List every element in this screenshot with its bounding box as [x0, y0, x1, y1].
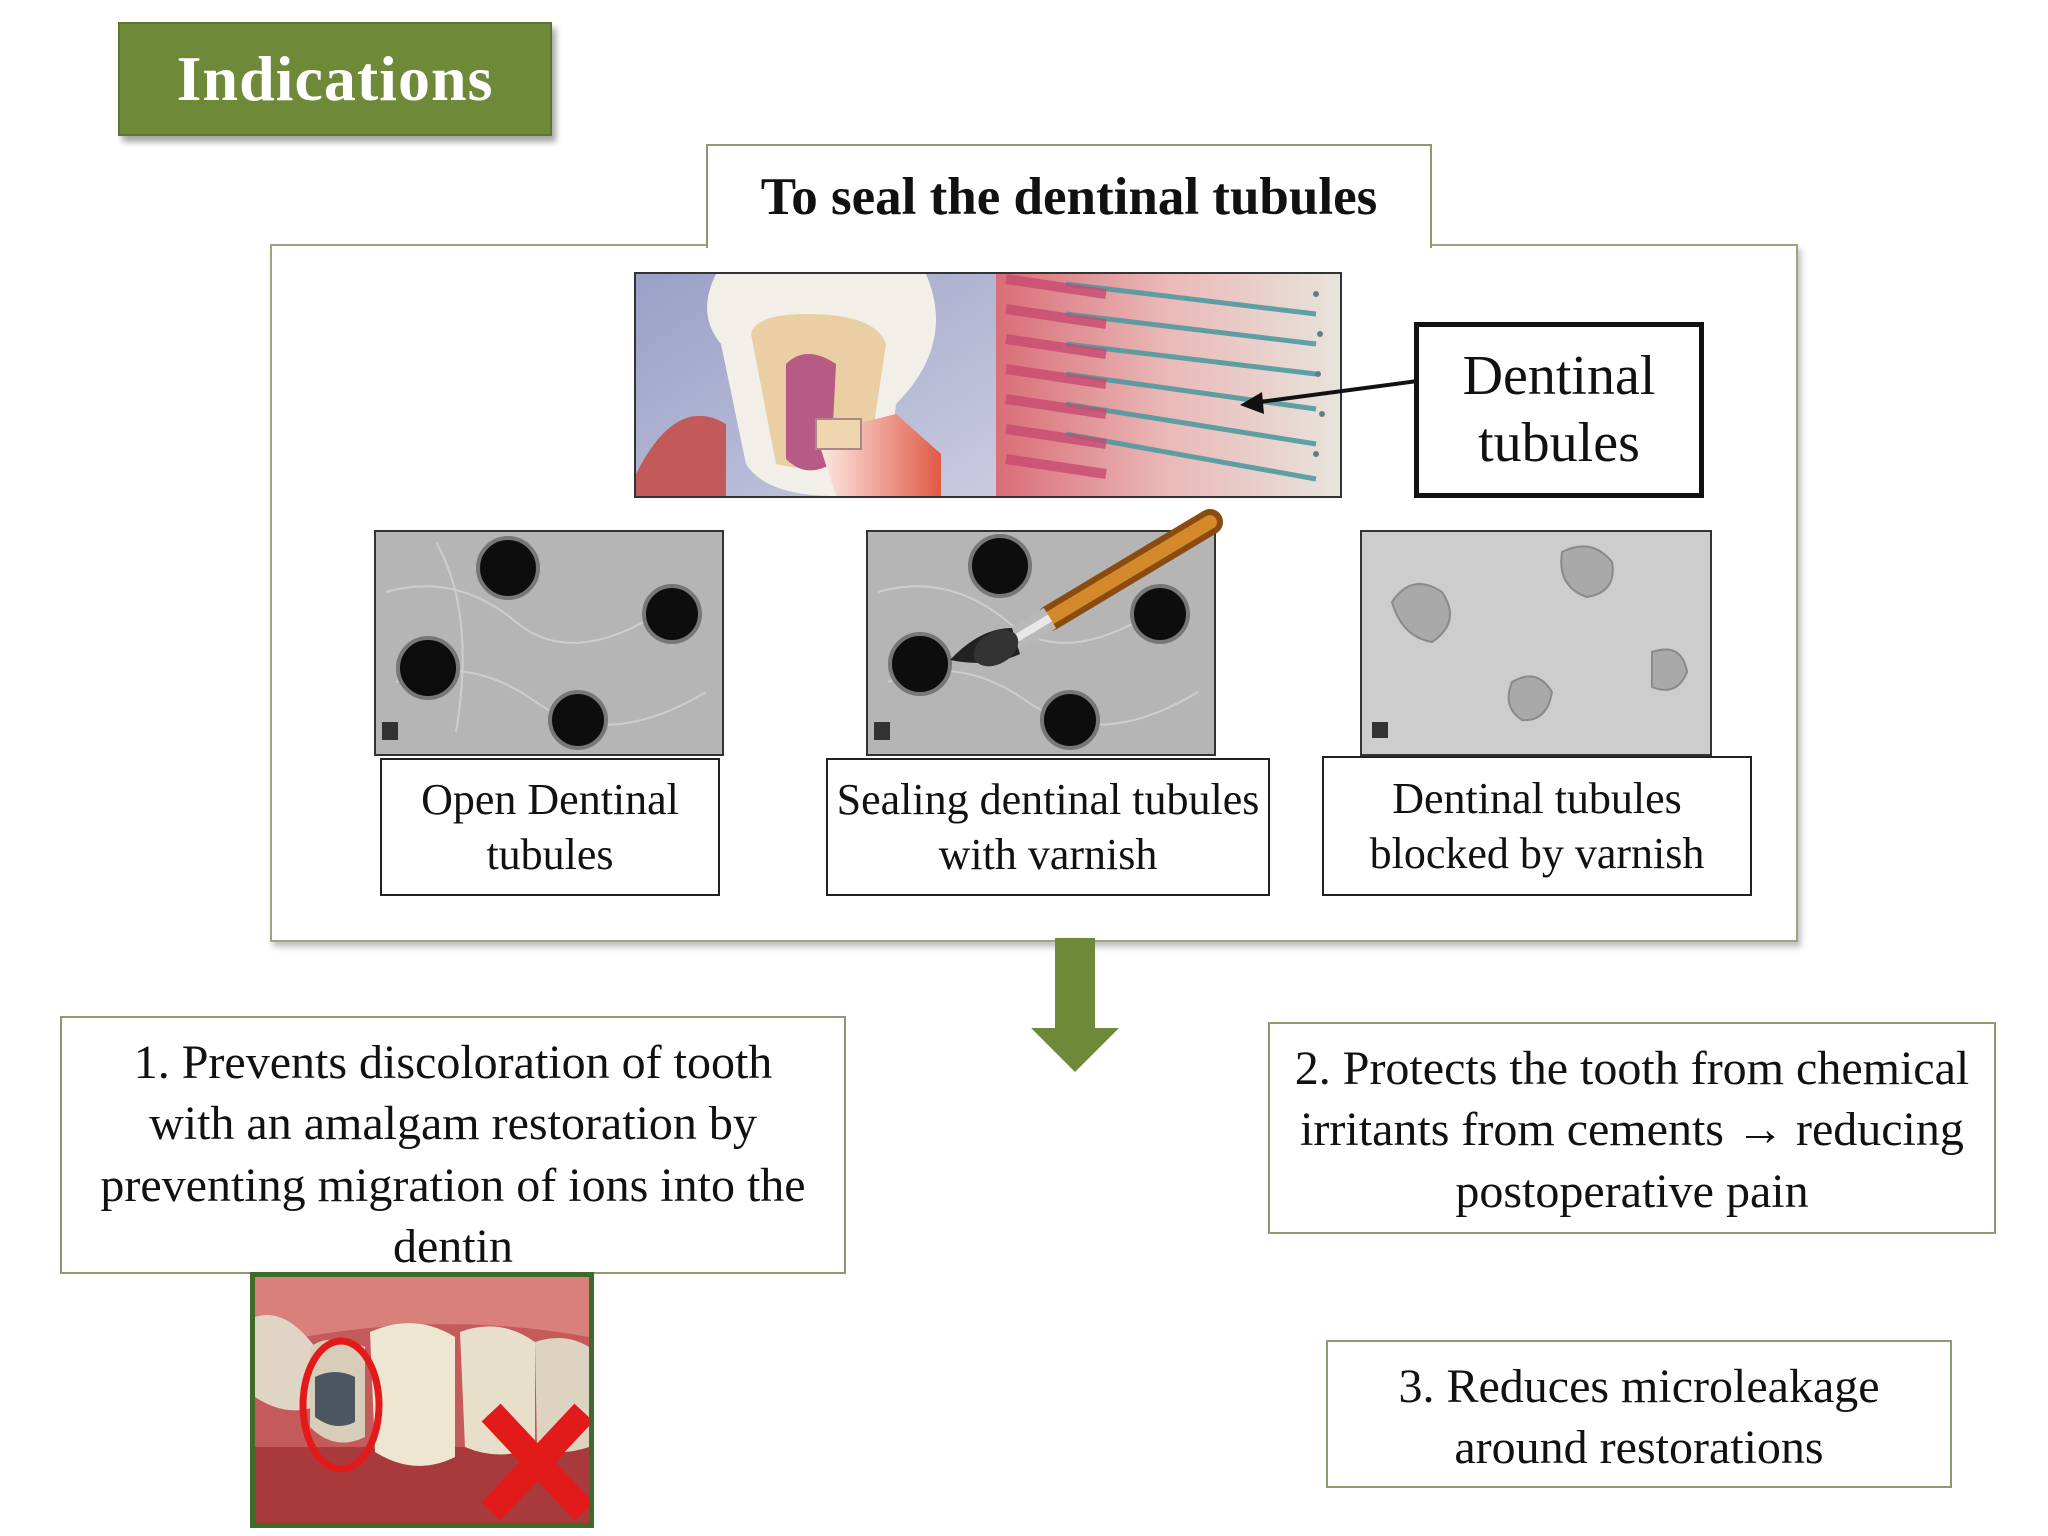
dentinal-tubules-callout: Dentinal tubules [1414, 322, 1704, 498]
brush-icon [950, 509, 1223, 667]
callout-text: Dentinal tubules [1462, 344, 1656, 474]
clinical-photo [250, 1272, 594, 1528]
section-heading: To seal the dentinal tubules [760, 168, 1378, 226]
benefit-1-text: 1. Prevents discoloration of tooth with … [100, 1036, 806, 1274]
caption-open-text: Open Dentinal tubules [421, 775, 679, 879]
caption-blocked-text: Dentinal tubules blocked by varnish [1369, 774, 1705, 878]
blocked-tubules-image [1360, 530, 1712, 756]
benefit-2-text: 2. Protects the tooth from chemical irri… [1294, 1042, 1970, 1218]
caption-blocked-tubules: Dentinal tubules blocked by varnish [1322, 756, 1752, 896]
down-arrow-icon [1031, 1028, 1119, 1072]
title-banner: Indications [118, 22, 552, 136]
tooth-illustration [634, 272, 1342, 498]
open-tubules-image [374, 530, 724, 756]
benefit-3-text: 3. Reduces microleakage around restorati… [1398, 1360, 1880, 1475]
down-arrow-shaft [1055, 938, 1095, 1030]
caption-sealing-tubules: Sealing dentinal tubules with varnish [826, 758, 1270, 896]
benefit-1-box: 1. Prevents discoloration of tooth with … [60, 1016, 846, 1274]
benefit-2-box: 2. Protects the tooth from chemical irri… [1268, 1022, 1996, 1234]
callout-arrow [1240, 376, 1441, 414]
section-heading-tab: To seal the dentinal tubules [706, 144, 1432, 248]
caption-open-tubules: Open Dentinal tubules [380, 758, 720, 896]
caption-sealing-text: Sealing dentinal tubules with varnish [836, 775, 1260, 879]
benefit-3-box: 3. Reduces microleakage around restorati… [1326, 1340, 1952, 1488]
page-title: Indications [176, 43, 494, 114]
